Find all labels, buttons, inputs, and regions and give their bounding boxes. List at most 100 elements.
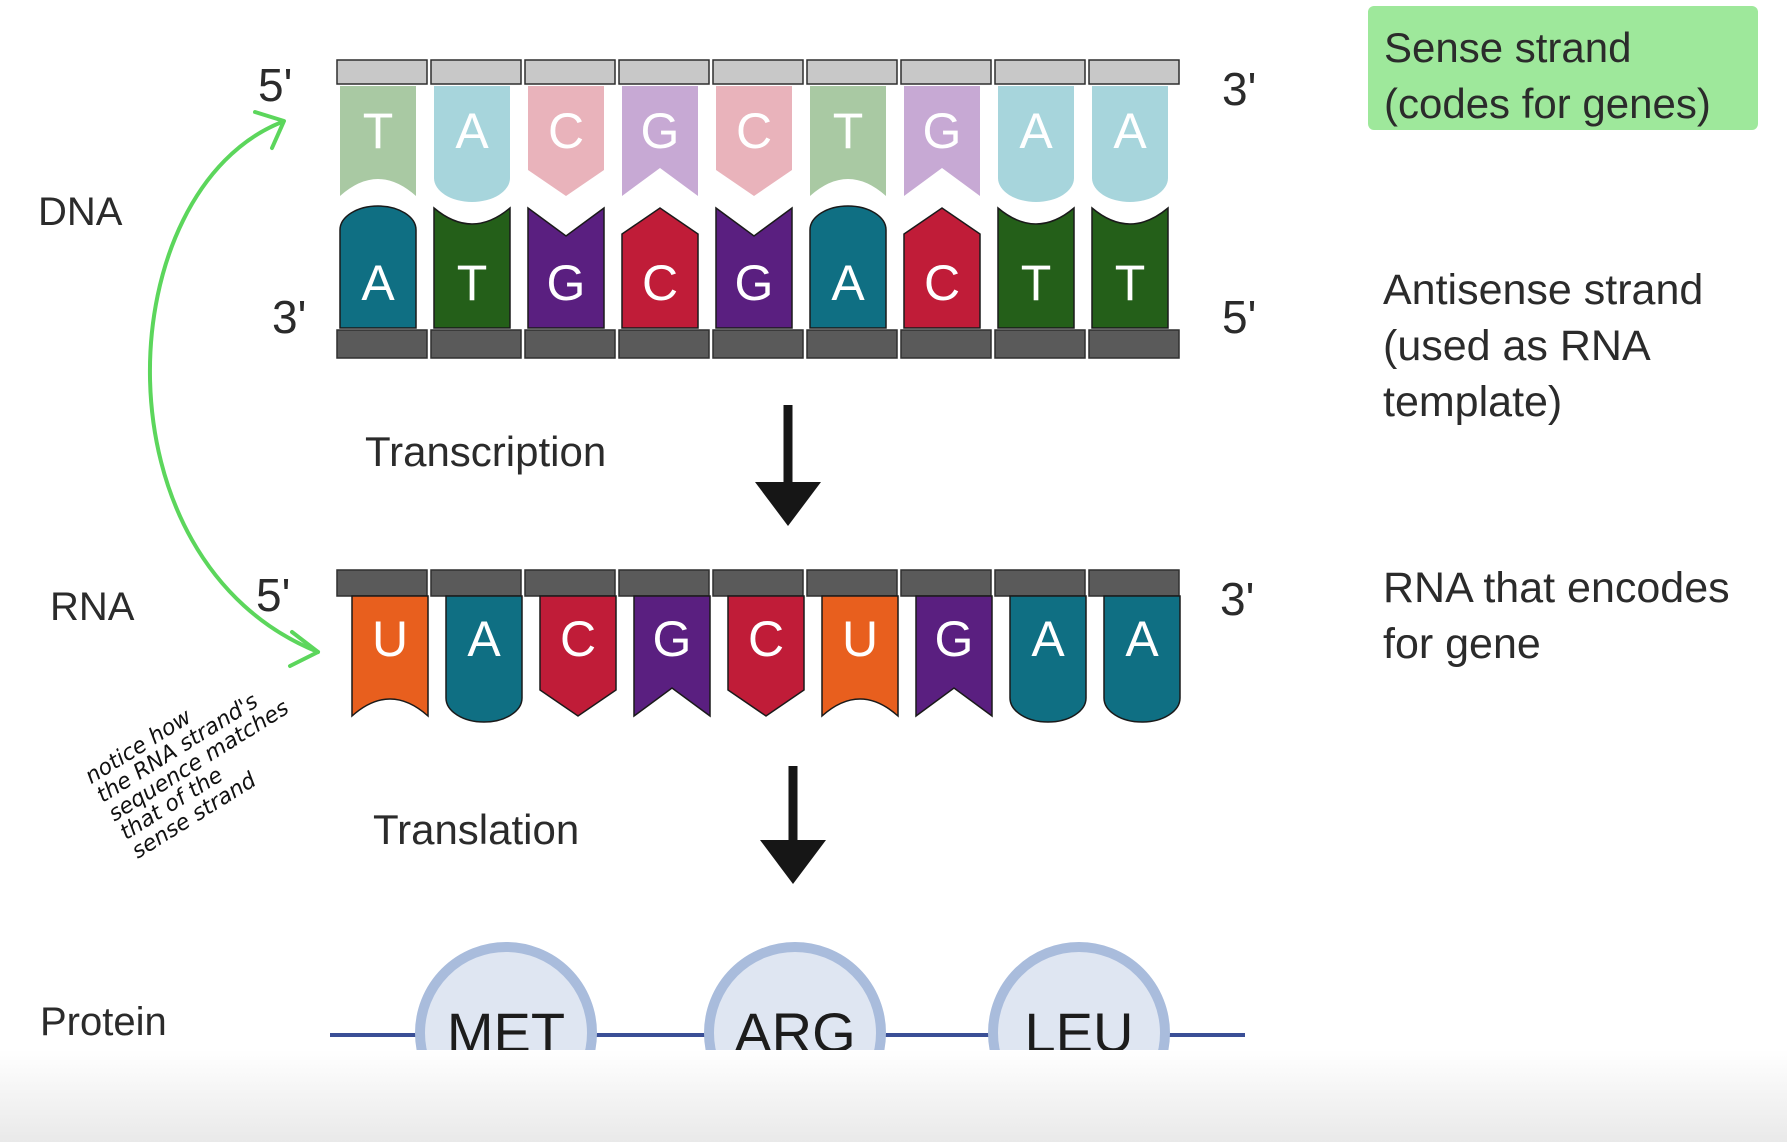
antisense-base-letter: C: [642, 255, 678, 311]
sense-base-A: [1092, 86, 1168, 202]
antisense-3-prime-label: 3': [272, 291, 307, 343]
antisense-backbone-segment: [1088, 329, 1180, 359]
annotation-head-bottom: [288, 630, 320, 668]
antisense-base-letter: A: [361, 255, 395, 311]
rna-3-prime-label: 3': [1220, 573, 1255, 625]
rna-base-A: [1103, 595, 1181, 723]
antisense-strand-backbone: [336, 329, 1180, 359]
antisense-backbone-segment: [618, 329, 710, 359]
rna-strand-backbone: [336, 569, 1180, 597]
antisense-base-T: [997, 206, 1075, 329]
antisense-backbone-segment: [524, 329, 616, 359]
sense-5-prime-label: 5': [258, 59, 293, 111]
sense-backbone-segment: [524, 59, 616, 85]
sense-strand-note: Sense strand (codes for genes): [1368, 6, 1758, 130]
antisense-base-G: [715, 206, 793, 329]
antisense-backbone-segment: [430, 329, 522, 359]
rna-backbone-segment: [806, 569, 898, 597]
sense-backbone-segment: [994, 59, 1086, 85]
bottom-fade: [0, 1050, 1787, 1142]
rna-backbone-segment: [900, 569, 992, 597]
rna-base-letter: G: [653, 611, 692, 667]
sense-base-letter: G: [923, 103, 962, 159]
translation-label: Translation: [373, 806, 580, 853]
rna-backbone-segment: [618, 569, 710, 597]
rna-base-U: [351, 595, 429, 718]
sense-backbone-segment: [712, 59, 804, 85]
rna-base-letter: G: [935, 611, 974, 667]
rna-base-C: [727, 595, 805, 717]
process-arrows: [755, 405, 826, 884]
rna-base-letter: A: [1031, 611, 1065, 667]
transcription-label: Transcription: [365, 428, 607, 475]
antisense-base-letter: A: [831, 255, 865, 311]
antisense-backbone-segment: [900, 329, 992, 359]
sense-base-letter: G: [641, 103, 680, 159]
sense-base-A: [998, 86, 1074, 202]
rna-base-letter: C: [748, 611, 784, 667]
antisense-5-prime-label: 5': [1222, 291, 1257, 343]
antisense-backbone-segment: [336, 329, 428, 359]
sense-base-letter: C: [736, 103, 772, 159]
rna-base-G: [633, 595, 711, 718]
antisense-base-letter: G: [735, 255, 774, 311]
rna-row-label: RNA: [50, 585, 135, 629]
antisense-base-letter: C: [924, 255, 960, 311]
antisense-base-C: [903, 207, 981, 329]
rna-base-A: [445, 595, 523, 723]
rna-base-letter: A: [1125, 611, 1159, 667]
antisense-base-letter: G: [547, 255, 586, 311]
antisense-base-letter: T: [457, 255, 488, 311]
annotation-arrow: [147, 110, 320, 668]
rna-base-U: [821, 595, 899, 718]
sense-base-C: [716, 86, 792, 196]
antisense-strand-note: Antisense strand (used as RNA template): [1383, 266, 1704, 426]
rna-base-letter: U: [372, 611, 408, 667]
antisense-backbone-segment: [712, 329, 804, 359]
rna-base-C: [539, 595, 617, 717]
rna-base-letter: A: [467, 611, 501, 667]
antisense-base-C: [621, 207, 699, 329]
sense-base-letter: T: [363, 103, 394, 159]
sense-base-letter: A: [455, 103, 489, 159]
protein-row-label: Protein: [40, 1000, 167, 1044]
sense-base-letter: A: [1113, 103, 1147, 159]
rna-backbone-segment: [994, 569, 1086, 597]
sense-base-G: [904, 86, 980, 196]
sense-3-prime-label: 3': [1222, 63, 1257, 115]
sense-backbone-segment: [1088, 59, 1180, 85]
sense-base-T: [810, 86, 886, 196]
antisense-base-T: [433, 206, 511, 329]
sense-backbone-segment: [806, 59, 898, 85]
rna-base-A: [1009, 595, 1087, 723]
antisense-base-T: [1091, 206, 1169, 329]
antisense-base-A: [339, 205, 417, 329]
antisense-base-letter: T: [1115, 255, 1146, 311]
antisense-base-A: [809, 205, 887, 329]
sense-backbone-segment: [900, 59, 992, 85]
antisense-base-letter: T: [1021, 255, 1052, 311]
translation-arrow-head: [760, 840, 826, 884]
sense-backbone-segment: [430, 59, 522, 85]
dna-row-label: DNA: [38, 190, 123, 234]
sense-backbone-segment: [618, 59, 710, 85]
sense-base-A: [434, 86, 510, 202]
sense-base-C: [528, 86, 604, 196]
antisense-backbone-segment: [994, 329, 1086, 359]
antisense-base-G: [527, 206, 605, 329]
rna-base-G: [915, 595, 993, 718]
sense-base-letter: C: [548, 103, 584, 159]
rna-backbone-segment: [336, 569, 428, 597]
rna-note: RNA that encodes for gene: [1383, 564, 1730, 668]
annotation-head-top: [253, 110, 286, 150]
antisense-backbone-segment: [806, 329, 898, 359]
rna-backbone-segment: [1088, 569, 1180, 597]
rna-base-letter: C: [560, 611, 596, 667]
rna-backbone-segment: [430, 569, 522, 597]
sense-base-T: [340, 86, 416, 196]
annotation-curve: [147, 120, 320, 654]
sense-backbone-segment: [336, 59, 428, 85]
